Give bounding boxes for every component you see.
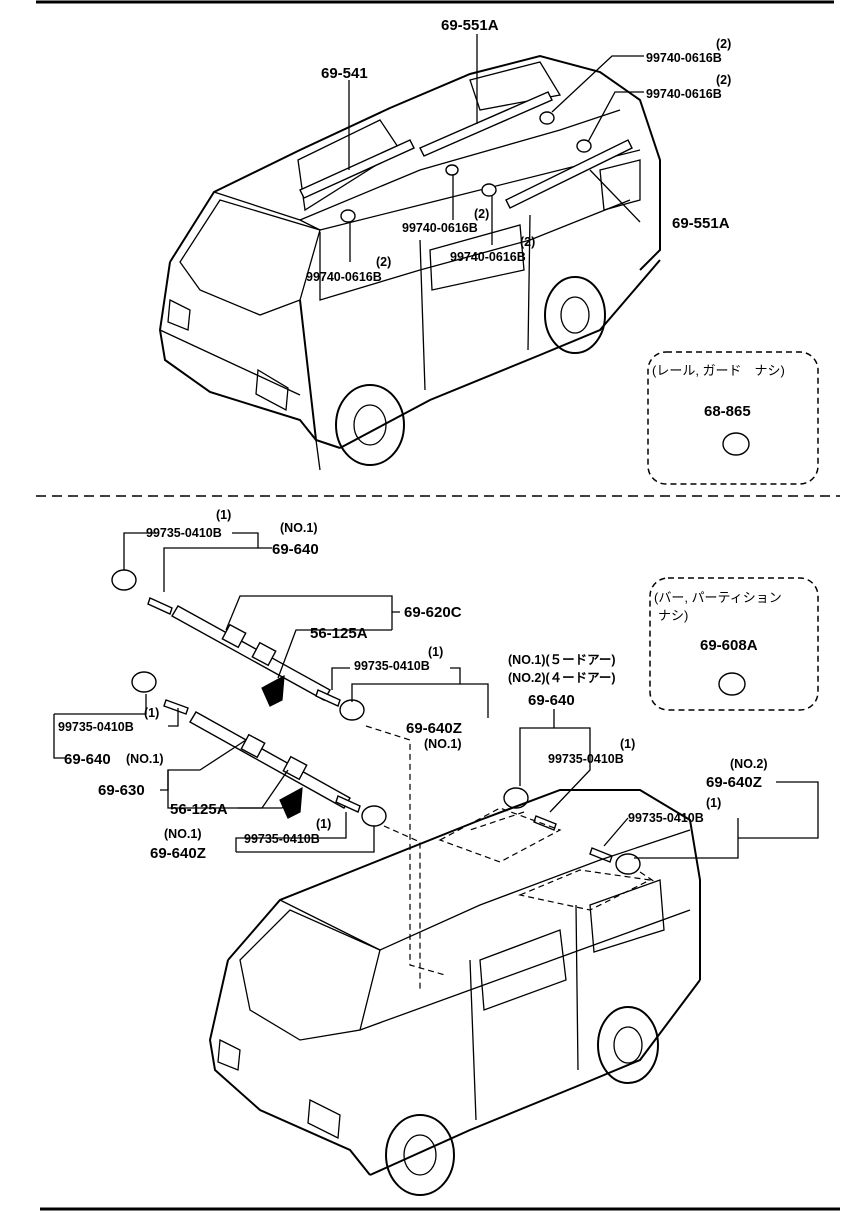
part-label: 99735-0410B bbox=[244, 832, 320, 846]
cap-icon bbox=[339, 699, 365, 721]
top-roof-rails bbox=[299, 91, 633, 223]
part-label: 69-640 bbox=[528, 692, 575, 709]
cap-icon bbox=[111, 569, 137, 591]
part-label: 99735-0410B bbox=[58, 720, 134, 734]
part-label: 69-640 bbox=[272, 541, 319, 558]
bracket-icon bbox=[261, 674, 285, 707]
plug-icon bbox=[722, 432, 750, 456]
door-label: (NO.2)(４ードアー) bbox=[508, 671, 616, 685]
qty-label: (1) bbox=[216, 508, 231, 522]
bottom-labels: (1) 99735-0410B (NO.1) 69-640 69-620C 56… bbox=[58, 508, 768, 862]
qty-label: (1) bbox=[428, 645, 443, 659]
part-label: 69-630 bbox=[98, 782, 145, 799]
qty-label: (1) bbox=[144, 706, 159, 720]
no-label: (NO.1) bbox=[424, 737, 462, 751]
qty-label: (1) bbox=[620, 737, 635, 751]
part-label: 69-551A bbox=[441, 17, 499, 34]
cap-icon bbox=[503, 787, 529, 809]
part-label: 69-640Z bbox=[706, 774, 762, 791]
inset-note: (バー, パーティション bbox=[654, 590, 782, 605]
part-label: 99740-0616B bbox=[646, 51, 722, 65]
qty-label: (2) bbox=[716, 73, 731, 87]
screw-icon bbox=[335, 795, 361, 813]
bracket-icon bbox=[279, 786, 303, 819]
part-label: 69-608A bbox=[700, 637, 758, 654]
part-label: 69-640Z bbox=[406, 720, 462, 737]
bar-icon bbox=[189, 711, 351, 809]
screw-icon bbox=[147, 597, 173, 615]
part-label: 99735-0410B bbox=[548, 752, 624, 766]
part-label: 69-640Z bbox=[150, 845, 206, 862]
qty-label: (1) bbox=[316, 817, 331, 831]
bar-icon bbox=[171, 605, 331, 701]
no-label: (NO.2) bbox=[730, 757, 768, 771]
qty-label: (2) bbox=[716, 37, 731, 51]
cap-icon bbox=[131, 671, 157, 693]
no-label: (NO.1) bbox=[164, 827, 202, 841]
top-van-body bbox=[158, 54, 661, 471]
inset-note: ナシ) bbox=[658, 608, 688, 623]
part-label: 69-551A bbox=[672, 215, 730, 232]
bottom-leader-lines bbox=[53, 532, 819, 859]
part-label: 69-541 bbox=[321, 65, 368, 82]
bar-lower-assembly bbox=[131, 671, 387, 827]
qty-label: (2) bbox=[520, 235, 535, 249]
screw-icon bbox=[340, 111, 592, 223]
part-label: 69-640 bbox=[64, 751, 111, 768]
top-leader-lines bbox=[348, 34, 644, 262]
part-label: 56-125A bbox=[170, 801, 228, 818]
top-inset-box: (レール, ガード ナシ) 68-865 bbox=[647, 351, 819, 485]
screw-icon bbox=[163, 699, 189, 715]
part-label: 99740-0616B bbox=[402, 221, 478, 235]
top-labels: 69-551A 69-541 (2) 99740-0616B (2) 99740… bbox=[306, 17, 731, 284]
qty-label: (1) bbox=[706, 796, 721, 810]
right-parts bbox=[503, 787, 641, 875]
cap-icon bbox=[615, 853, 641, 875]
part-label: 69-620C bbox=[404, 604, 462, 621]
part-label: 68-865 bbox=[704, 403, 751, 420]
cap-icon bbox=[361, 805, 387, 827]
plug-icon bbox=[718, 672, 746, 696]
door-label: (NO.1)(５ードアー) bbox=[508, 653, 616, 667]
part-label: 99740-0616B bbox=[306, 270, 382, 284]
part-label: 56-125A bbox=[310, 625, 368, 642]
screw-icon bbox=[315, 689, 341, 707]
qty-label: (2) bbox=[474, 207, 489, 221]
no-label: (NO.1) bbox=[126, 752, 164, 766]
inset-note: (レール, ガード ナシ) bbox=[652, 363, 785, 378]
part-label: 99735-0410B bbox=[354, 659, 430, 673]
bottom-van-body bbox=[208, 725, 701, 1196]
part-label: 99735-0410B bbox=[628, 811, 704, 825]
part-label: 99740-0616B bbox=[646, 87, 722, 101]
qty-label: (2) bbox=[376, 255, 391, 269]
part-label: 99735-0410B bbox=[146, 526, 222, 540]
part-label: 99740-0616B bbox=[450, 250, 526, 264]
no-label: (NO.1) bbox=[280, 521, 318, 535]
bar-upper-assembly bbox=[111, 569, 365, 721]
bottom-inset-box: (バー, パーティション ナシ) 69-608A bbox=[649, 577, 819, 711]
